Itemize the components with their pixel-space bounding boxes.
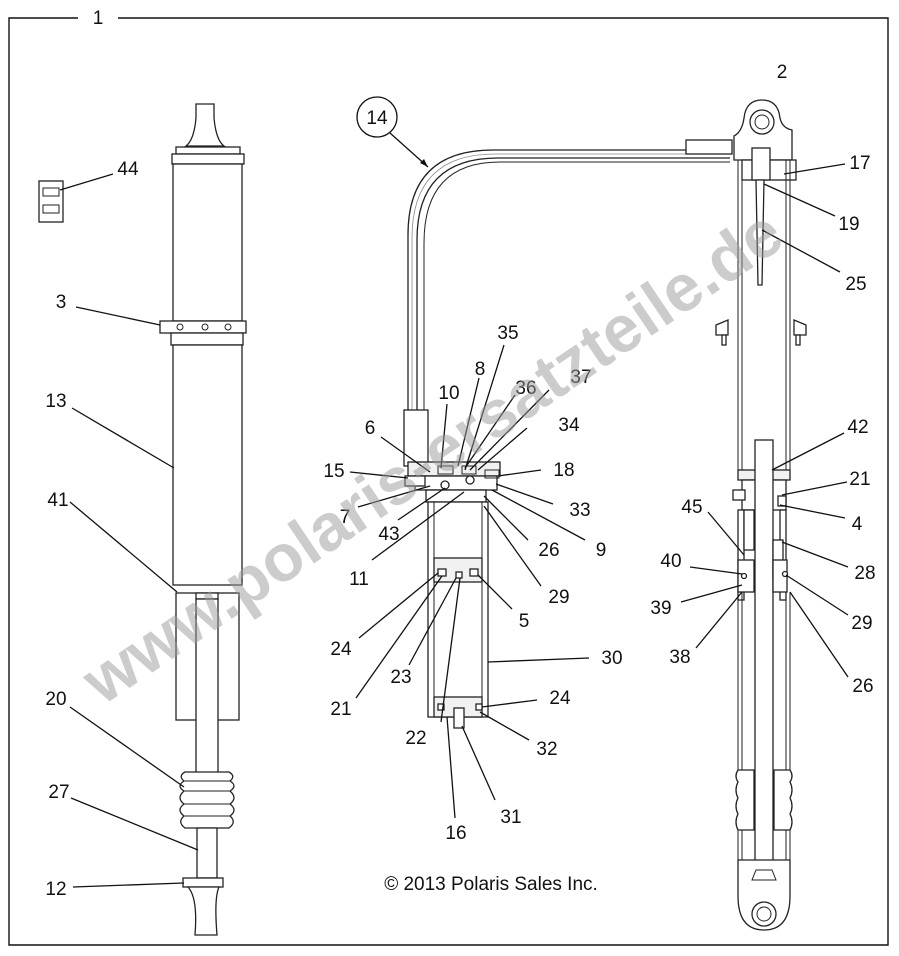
label-18: 18 xyxy=(553,460,574,481)
label-39: 39 xyxy=(650,598,671,619)
lower-shaft xyxy=(196,827,218,879)
label-26-center: 26 xyxy=(538,540,559,561)
label-29-right: 29 xyxy=(851,613,872,634)
reservoir-cap xyxy=(38,180,64,223)
bottom-eyelet xyxy=(186,886,221,936)
label-26-right: 26 xyxy=(852,676,873,697)
bottom-mount xyxy=(737,859,791,931)
label-43: 43 xyxy=(378,524,399,545)
leader-lines xyxy=(59,96,849,888)
hose-fitting xyxy=(403,409,429,467)
top-cap-ring xyxy=(175,146,241,155)
label-27: 27 xyxy=(48,782,69,803)
callout-labels: 2 3 4 5 6 7 8 9 10 11 12 13 14 15 16 17 … xyxy=(45,62,875,900)
label-29-center: 29 xyxy=(548,587,569,608)
bumper xyxy=(179,771,235,829)
top-eyelet xyxy=(184,103,226,147)
label-15: 15 xyxy=(323,461,344,482)
valve xyxy=(453,707,465,729)
shock-cross-section xyxy=(715,99,807,931)
label-9: 9 xyxy=(596,540,607,561)
label-14: 14 xyxy=(366,108,388,129)
reservoir-body xyxy=(427,501,489,718)
label-35: 35 xyxy=(497,323,518,344)
label-17: 17 xyxy=(849,153,870,174)
label-32: 32 xyxy=(536,739,557,760)
label-33: 33 xyxy=(569,500,590,521)
cross-section-shaft xyxy=(754,439,774,891)
label-24-left: 24 xyxy=(330,639,352,660)
label-24-right: 24 xyxy=(549,688,571,709)
label-8: 8 xyxy=(475,359,486,380)
assembled-shock xyxy=(159,103,247,936)
label-10: 10 xyxy=(438,383,459,404)
label-31: 31 xyxy=(500,807,521,828)
bottom-eyelet-flange xyxy=(182,877,224,888)
label-36: 36 xyxy=(515,378,536,399)
main-body xyxy=(172,344,243,586)
label-13: 13 xyxy=(45,391,66,412)
label-2: 2 xyxy=(777,62,788,83)
top-cap xyxy=(171,153,245,165)
top-mount-bore xyxy=(749,109,775,135)
label-37: 37 xyxy=(570,367,591,388)
label-11: 11 xyxy=(349,569,369,590)
label-42: 42 xyxy=(847,417,868,438)
label-38: 38 xyxy=(669,647,690,668)
label-41: 41 xyxy=(47,490,68,511)
label-21-center: 21 xyxy=(330,699,351,720)
label-44: 44 xyxy=(117,159,139,180)
label-6: 6 xyxy=(365,418,376,439)
label-5: 5 xyxy=(519,611,530,632)
label-14-circle xyxy=(356,96,398,138)
label-4: 4 xyxy=(852,514,863,535)
collar-lower xyxy=(170,332,244,346)
label-3: 3 xyxy=(56,292,67,313)
upper-body xyxy=(172,163,243,322)
metering-needle xyxy=(755,179,765,286)
outer-frame: 1 xyxy=(8,8,889,946)
preload-collar xyxy=(159,320,247,334)
bottom-mount-bore xyxy=(751,901,777,927)
label-30: 30 xyxy=(601,648,622,669)
label-21-right: 21 xyxy=(849,469,870,490)
remote-reservoir-assembly xyxy=(403,139,733,729)
label-40: 40 xyxy=(660,551,681,572)
label-34: 34 xyxy=(558,415,580,436)
label-16: 16 xyxy=(445,823,466,844)
label-22: 22 xyxy=(405,728,426,749)
label-23: 23 xyxy=(390,667,411,688)
copyright-notice: © 2013 Polaris Sales Inc. xyxy=(384,874,598,895)
label-28: 28 xyxy=(854,563,875,584)
label-7: 7 xyxy=(340,507,351,528)
label-19: 19 xyxy=(838,214,859,235)
label-25: 25 xyxy=(845,274,866,295)
frame-label: 1 xyxy=(93,8,104,29)
label-12: 12 xyxy=(45,879,66,900)
label-20: 20 xyxy=(45,689,66,710)
label-45: 45 xyxy=(681,497,702,518)
